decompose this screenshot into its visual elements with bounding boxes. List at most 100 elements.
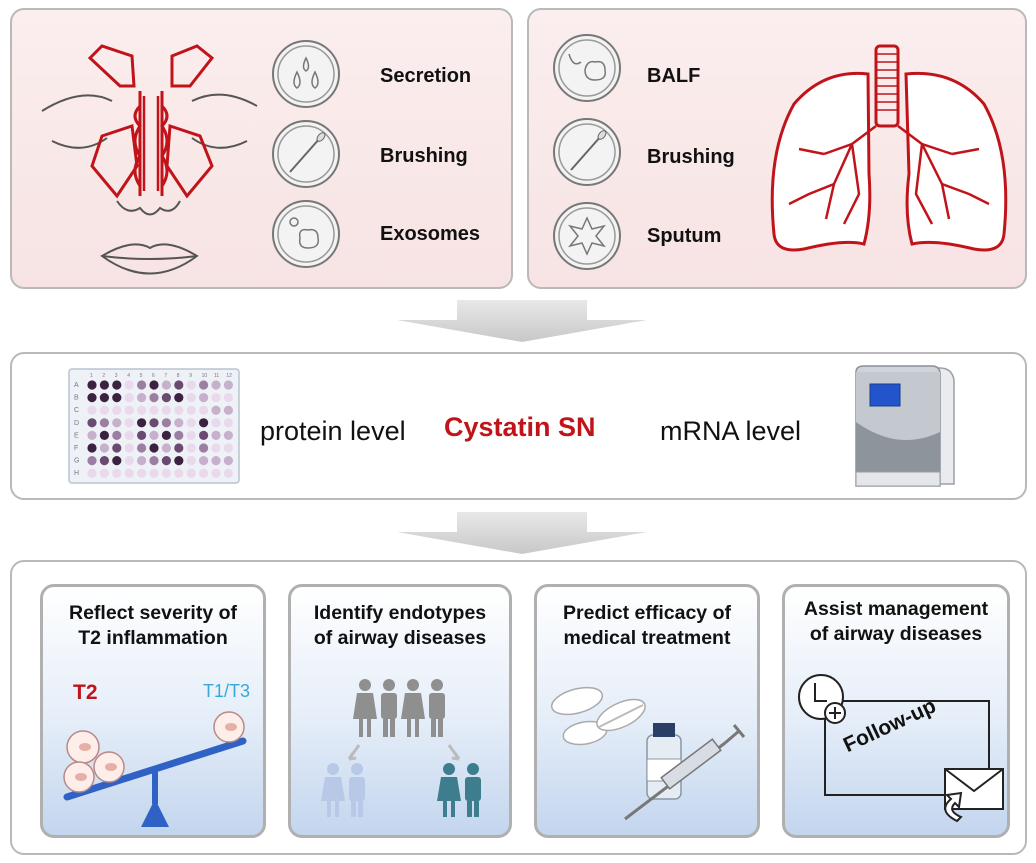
card-1-title-line2: T2 inflammation <box>78 627 228 649</box>
plate-row-label: A <box>74 382 79 389</box>
plate-well <box>186 380 196 390</box>
plate-well <box>87 468 97 478</box>
plate-row-label: C <box>74 407 79 414</box>
plate-well <box>137 468 147 478</box>
plate-well <box>112 418 122 428</box>
plate-well <box>87 380 97 390</box>
plate-well <box>174 418 184 428</box>
plate-col-label: 9 <box>189 373 192 379</box>
sample-label-exosomes: Exosomes <box>380 223 481 245</box>
card-4-title-line2: of airway diseases <box>809 623 983 645</box>
plate-well <box>161 443 171 453</box>
plate-well <box>174 393 184 403</box>
plate-well <box>211 456 221 466</box>
plate-well <box>137 456 147 466</box>
plate-well <box>223 418 233 428</box>
plate-well <box>87 393 97 403</box>
plate-well <box>124 456 134 466</box>
plate-well <box>124 418 134 428</box>
plate-well <box>161 380 171 390</box>
swab-icon <box>553 118 621 186</box>
down-arrow-1 <box>397 300 647 342</box>
swab-icon <box>272 120 340 188</box>
pcr-machine-icon <box>855 365 955 487</box>
card-3-title-line1: Predict efficacy of <box>563 602 731 624</box>
plate-well <box>137 430 147 440</box>
plate-well <box>137 393 147 403</box>
plate-well <box>161 468 171 478</box>
plate-well <box>199 405 209 415</box>
plate-well <box>186 418 196 428</box>
seesaw-illustration <box>63 711 247 827</box>
lungs-illustration <box>770 44 1008 252</box>
plate-well <box>199 380 209 390</box>
mrna-level-label: mRNA level <box>660 416 802 446</box>
plate-well <box>186 405 196 415</box>
plate-well <box>199 443 209 453</box>
plate-well <box>124 468 134 478</box>
plate-well <box>149 468 159 478</box>
plate-col-label: 5 <box>140 373 143 379</box>
pills-syringe-illustration <box>550 686 746 821</box>
plate-well <box>99 393 109 403</box>
follow-up-illustration <box>798 674 1004 823</box>
plate-well <box>223 380 233 390</box>
down-arrow-2 <box>397 512 647 554</box>
plate-col-label: 11 <box>214 373 219 379</box>
plate-col-label: 1 <box>90 373 93 379</box>
plate-row-label: D <box>74 420 79 427</box>
plate-well <box>137 380 147 390</box>
plate-well <box>211 443 221 453</box>
plate-well <box>137 443 147 453</box>
plate-well <box>186 443 196 453</box>
plate-well <box>161 393 171 403</box>
plate-well <box>87 456 97 466</box>
plate-well <box>99 405 109 415</box>
plate-well <box>223 443 233 453</box>
plate-well <box>112 405 122 415</box>
plate-well <box>99 443 109 453</box>
cystatin-sn-title: Cystatin SN <box>444 412 596 442</box>
plate-well <box>174 468 184 478</box>
plate-well <box>174 405 184 415</box>
plate-well <box>199 418 209 428</box>
plate-well <box>161 405 171 415</box>
plate-well <box>211 380 221 390</box>
plate-well <box>174 380 184 390</box>
plate-well <box>223 430 233 440</box>
plate-col-label: 12 <box>226 373 232 379</box>
sample-label-balf: BALF <box>647 65 701 87</box>
plate-well <box>99 456 109 466</box>
plate-well <box>174 456 184 466</box>
plate-well <box>137 405 147 415</box>
plate-well <box>112 430 122 440</box>
protein-level-label: protein level <box>260 416 406 446</box>
plate-well <box>161 418 171 428</box>
plate-row-label: E <box>74 432 79 439</box>
t1t3-tag: T1/T3 <box>203 681 251 701</box>
plate-col-label: 7 <box>164 373 167 379</box>
card-1-title-line1: Reflect severity of <box>69 602 237 624</box>
plate-well <box>223 456 233 466</box>
card-4-title-line1: Assist management <box>803 598 989 620</box>
people-groups-illustration <box>321 679 481 817</box>
plate-well <box>211 430 221 440</box>
card-2-title-line1: Identify endotypes <box>313 602 487 624</box>
plate-well <box>99 380 109 390</box>
plate-well <box>112 468 122 478</box>
card-endotypes: Identify endotypes of airway diseases <box>288 584 512 838</box>
plate-well <box>161 430 171 440</box>
plate-well <box>149 393 159 403</box>
plate-well <box>124 430 134 440</box>
plate-well <box>161 456 171 466</box>
plate-well <box>174 430 184 440</box>
plate-well <box>149 456 159 466</box>
plate-well <box>149 380 159 390</box>
plate-well <box>186 468 196 478</box>
plate-well <box>149 418 159 428</box>
plate-well <box>186 393 196 403</box>
lower-airway-panel: BALF Brushing Sputum <box>527 8 1027 289</box>
plate-well <box>112 456 122 466</box>
plate-well <box>87 405 97 415</box>
plate-well <box>124 393 134 403</box>
